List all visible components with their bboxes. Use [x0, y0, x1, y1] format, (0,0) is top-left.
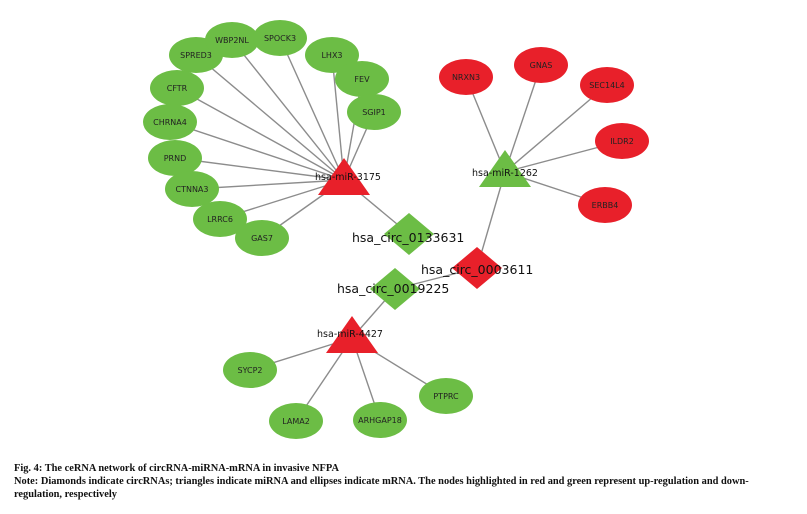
- mrna-label: LHX3: [321, 51, 342, 60]
- mirna-node-mir3175[interactable]: [318, 158, 370, 195]
- mrna-label: SGIP1: [362, 108, 386, 117]
- mrna-label: SEC14L4: [589, 81, 624, 90]
- edge-cftr-mir3175: [176, 87, 345, 181]
- edge-chrna4-mir3175: [169, 121, 345, 181]
- mrna-label: PRND: [164, 154, 187, 163]
- mrna-node-ptprc[interactable]: PTPRC: [419, 378, 473, 414]
- mrna-node-ctnna3[interactable]: CTNNA3: [165, 171, 219, 207]
- circrna-node-circ0133631[interactable]: [384, 213, 434, 255]
- edge-gnas-mir1262: [504, 64, 542, 173]
- mrna-ellipse: [143, 104, 197, 140]
- mirna-node-mir4427[interactable]: [326, 316, 378, 353]
- mrna-label: GAS7: [251, 234, 273, 243]
- mrna-label: LRRC6: [207, 215, 233, 224]
- mrna-node-ildr2[interactable]: ILDR2: [595, 123, 649, 159]
- mrna-node-prnd[interactable]: PRND: [148, 140, 202, 176]
- mrna-label: LAMA2: [282, 417, 310, 426]
- mrna-label: ARHGAP18: [358, 416, 402, 425]
- circrna-diamond: [370, 268, 420, 310]
- mrna-ellipse: [578, 187, 632, 223]
- mrna-ellipse: [235, 220, 289, 256]
- mrna-ellipse: [305, 37, 359, 73]
- mrna-ellipse: [580, 67, 634, 103]
- edge-wbp2nl-mir3175: [231, 39, 345, 181]
- edge-sec14l4-mir1262: [504, 84, 608, 173]
- mrna-ellipse: [347, 94, 401, 130]
- mrna-ellipse: [335, 61, 389, 97]
- mrna-node-sycp2[interactable]: SYCP2: [223, 352, 277, 388]
- figure-caption-note: Note: Diamonds indicate circRNAs; triang…: [14, 476, 749, 500]
- mrna-node-lama2[interactable]: LAMA2: [269, 403, 323, 439]
- edge-spock3-mir3175: [279, 37, 345, 181]
- mrna-node-gnas[interactable]: GNAS: [514, 47, 568, 83]
- mrna-label: SPRED3: [180, 51, 212, 60]
- mrna-ellipse: [269, 403, 323, 439]
- mrna-node-arhgap18[interactable]: ARHGAP18: [353, 402, 407, 438]
- mrna-ellipse: [439, 59, 493, 95]
- mrna-ellipse: [595, 123, 649, 159]
- mirna-triangle: [326, 316, 378, 353]
- edge-lhx3-mir3175: [331, 54, 345, 181]
- mrna-ellipse: [514, 47, 568, 83]
- mrna-node-sec14l4[interactable]: SEC14L4: [580, 67, 634, 103]
- mrna-label: SPOCK3: [264, 34, 296, 43]
- mrna-ellipse: [353, 402, 407, 438]
- mirna-label-mir3175: hsa-miR-3175: [315, 172, 381, 183]
- mirna-label-mir1262: hsa-miR-1262: [472, 168, 538, 179]
- mrna-node-lrrc6[interactable]: LRRC6: [193, 201, 247, 237]
- mrna-label: GNAS: [530, 61, 553, 70]
- circrna-node-circ0003611[interactable]: [452, 247, 502, 289]
- edge-spred3-mir3175: [195, 54, 345, 181]
- figure-caption-title: Fig. 4: The ceRNA network of circRNA-miR…: [14, 463, 339, 474]
- mrna-node-lhx3[interactable]: LHX3: [305, 37, 359, 73]
- circrna-label-circ0003611: hsa_circ_0003611: [421, 262, 533, 277]
- mirna-triangle: [479, 150, 531, 187]
- mrna-label: CHRNA4: [153, 118, 187, 127]
- circrna-diamond: [452, 247, 502, 289]
- mrna-node-nrxn3[interactable]: NRXN3: [439, 59, 493, 95]
- mrna-node-chrna4[interactable]: CHRNA4: [143, 104, 197, 140]
- mrna-node-wbp2nl[interactable]: WBP2NL: [205, 22, 259, 58]
- mirna-label-mir4427: hsa-miR-4427: [317, 329, 383, 340]
- mrna-label: PTPRC: [433, 392, 459, 401]
- mrna-ellipse: [193, 201, 247, 237]
- mrna-label: WBP2NL: [215, 36, 249, 45]
- mrna-node-spock3[interactable]: SPOCK3: [253, 20, 307, 56]
- mrna-ellipse: [223, 352, 277, 388]
- edge-prnd-mir3175: [174, 157, 345, 181]
- mrna-label: ERBB4: [592, 201, 619, 210]
- mrna-node-erbb4[interactable]: ERBB4: [578, 187, 632, 223]
- circrna-label-circ0133631: hsa_circ_0133631: [352, 230, 464, 245]
- mrna-label: FEV: [354, 75, 370, 84]
- mrna-node-fev[interactable]: FEV: [335, 61, 389, 97]
- mrna-ellipse: [165, 171, 219, 207]
- circrna-label-circ0019225: hsa_circ_0019225: [337, 281, 449, 296]
- mrna-label: NRXN3: [452, 73, 480, 82]
- mrna-ellipse: [419, 378, 473, 414]
- mrna-ellipse: [205, 22, 259, 58]
- circrna-node-circ0019225[interactable]: [370, 268, 420, 310]
- mrna-ellipse: [150, 70, 204, 106]
- mrna-node-gas7[interactable]: GAS7: [235, 220, 289, 256]
- mrna-ellipse: [148, 140, 202, 176]
- mrna-label: CTNNA3: [175, 185, 208, 194]
- mrna-label: SYCP2: [237, 366, 262, 375]
- mrna-label: CFTR: [167, 84, 188, 93]
- mirna-node-mir1262[interactable]: [479, 150, 531, 187]
- mirna-triangle: [318, 158, 370, 195]
- mrna-node-sgip1[interactable]: SGIP1: [347, 94, 401, 130]
- circrna-diamond: [384, 213, 434, 255]
- mrna-label: ILDR2: [610, 137, 634, 146]
- mrna-ellipse: [253, 20, 307, 56]
- mrna-node-cftr[interactable]: CFTR: [150, 70, 204, 106]
